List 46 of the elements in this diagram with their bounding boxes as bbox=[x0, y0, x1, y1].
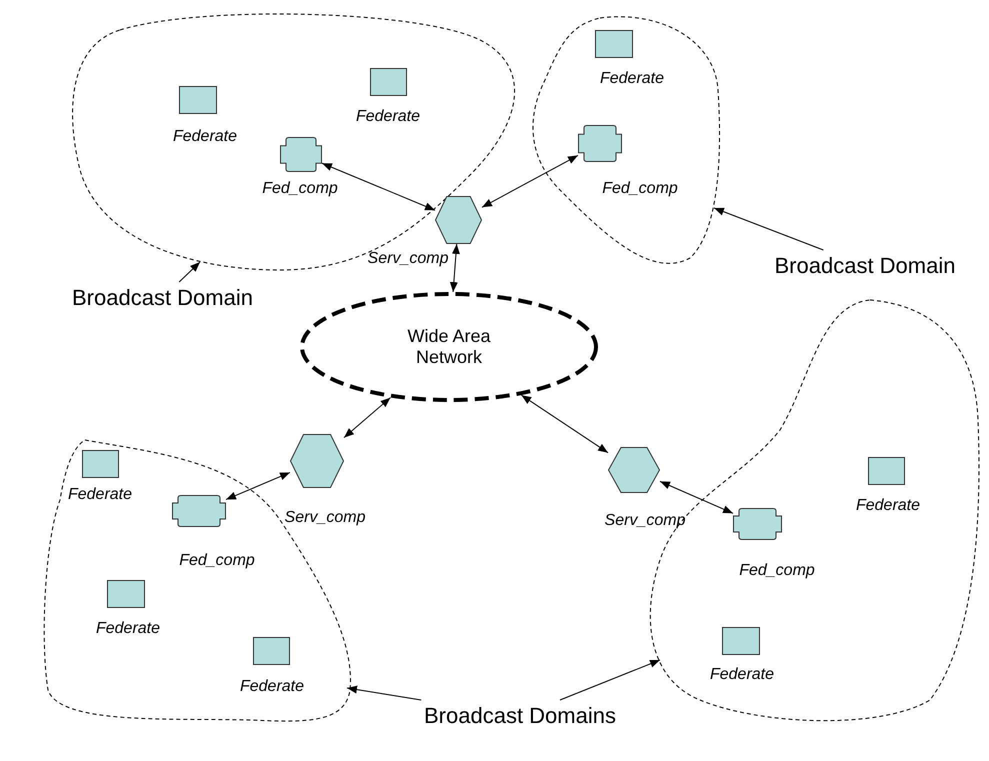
arrow bbox=[660, 480, 734, 514]
arrow bbox=[322, 162, 436, 211]
leader-arrow bbox=[178, 262, 200, 282]
arrow bbox=[344, 397, 391, 438]
federate-box bbox=[179, 86, 217, 114]
network-ellipse bbox=[300, 292, 598, 402]
server-hexagon bbox=[608, 447, 660, 493]
node-caption: Serv_comp bbox=[368, 250, 448, 268]
leader-arrow bbox=[346, 686, 422, 700]
node-caption: Serv_comp bbox=[604, 512, 686, 530]
node-caption: Federate bbox=[710, 666, 774, 684]
node-caption: Federate bbox=[68, 486, 132, 504]
node-caption: Federate bbox=[172, 128, 238, 146]
node-caption: Federate bbox=[96, 620, 160, 638]
domain-label: Broadcast Domain bbox=[774, 253, 956, 279]
arrow bbox=[226, 472, 290, 500]
node-caption: Federate bbox=[356, 108, 420, 126]
node-caption: Fed_comp bbox=[179, 552, 255, 570]
federate-box bbox=[595, 30, 633, 58]
arrow bbox=[450, 244, 460, 293]
node-text: Wide Area Network bbox=[406, 326, 492, 368]
leader-arrow bbox=[714, 208, 824, 250]
federate-box bbox=[82, 450, 119, 478]
federate-box bbox=[868, 457, 905, 485]
component-shape bbox=[172, 495, 226, 527]
node-caption: Fed_comp bbox=[739, 562, 815, 580]
component-shape bbox=[280, 137, 322, 172]
federate-box bbox=[370, 68, 407, 96]
server-hexagon bbox=[290, 434, 344, 488]
node-caption: Fed_comp bbox=[602, 180, 678, 198]
federate-box bbox=[253, 637, 290, 665]
arrow bbox=[520, 394, 608, 454]
server-hexagon bbox=[435, 196, 482, 244]
node-caption: Federate bbox=[856, 497, 920, 515]
federate-box bbox=[722, 627, 760, 655]
node-caption: Fed_comp bbox=[262, 180, 338, 198]
node-caption: Federate bbox=[600, 70, 664, 88]
node-caption: Federate bbox=[240, 678, 304, 696]
federate-box bbox=[107, 580, 145, 608]
domain-label: Broadcast Domain bbox=[72, 285, 253, 311]
node-caption: Serv_comp bbox=[284, 509, 366, 527]
component-shape bbox=[733, 508, 782, 540]
component-shape bbox=[578, 125, 622, 162]
domain-label: Broadcast Domains bbox=[424, 703, 616, 729]
arrow bbox=[482, 154, 578, 208]
leader-arrow bbox=[560, 660, 660, 700]
